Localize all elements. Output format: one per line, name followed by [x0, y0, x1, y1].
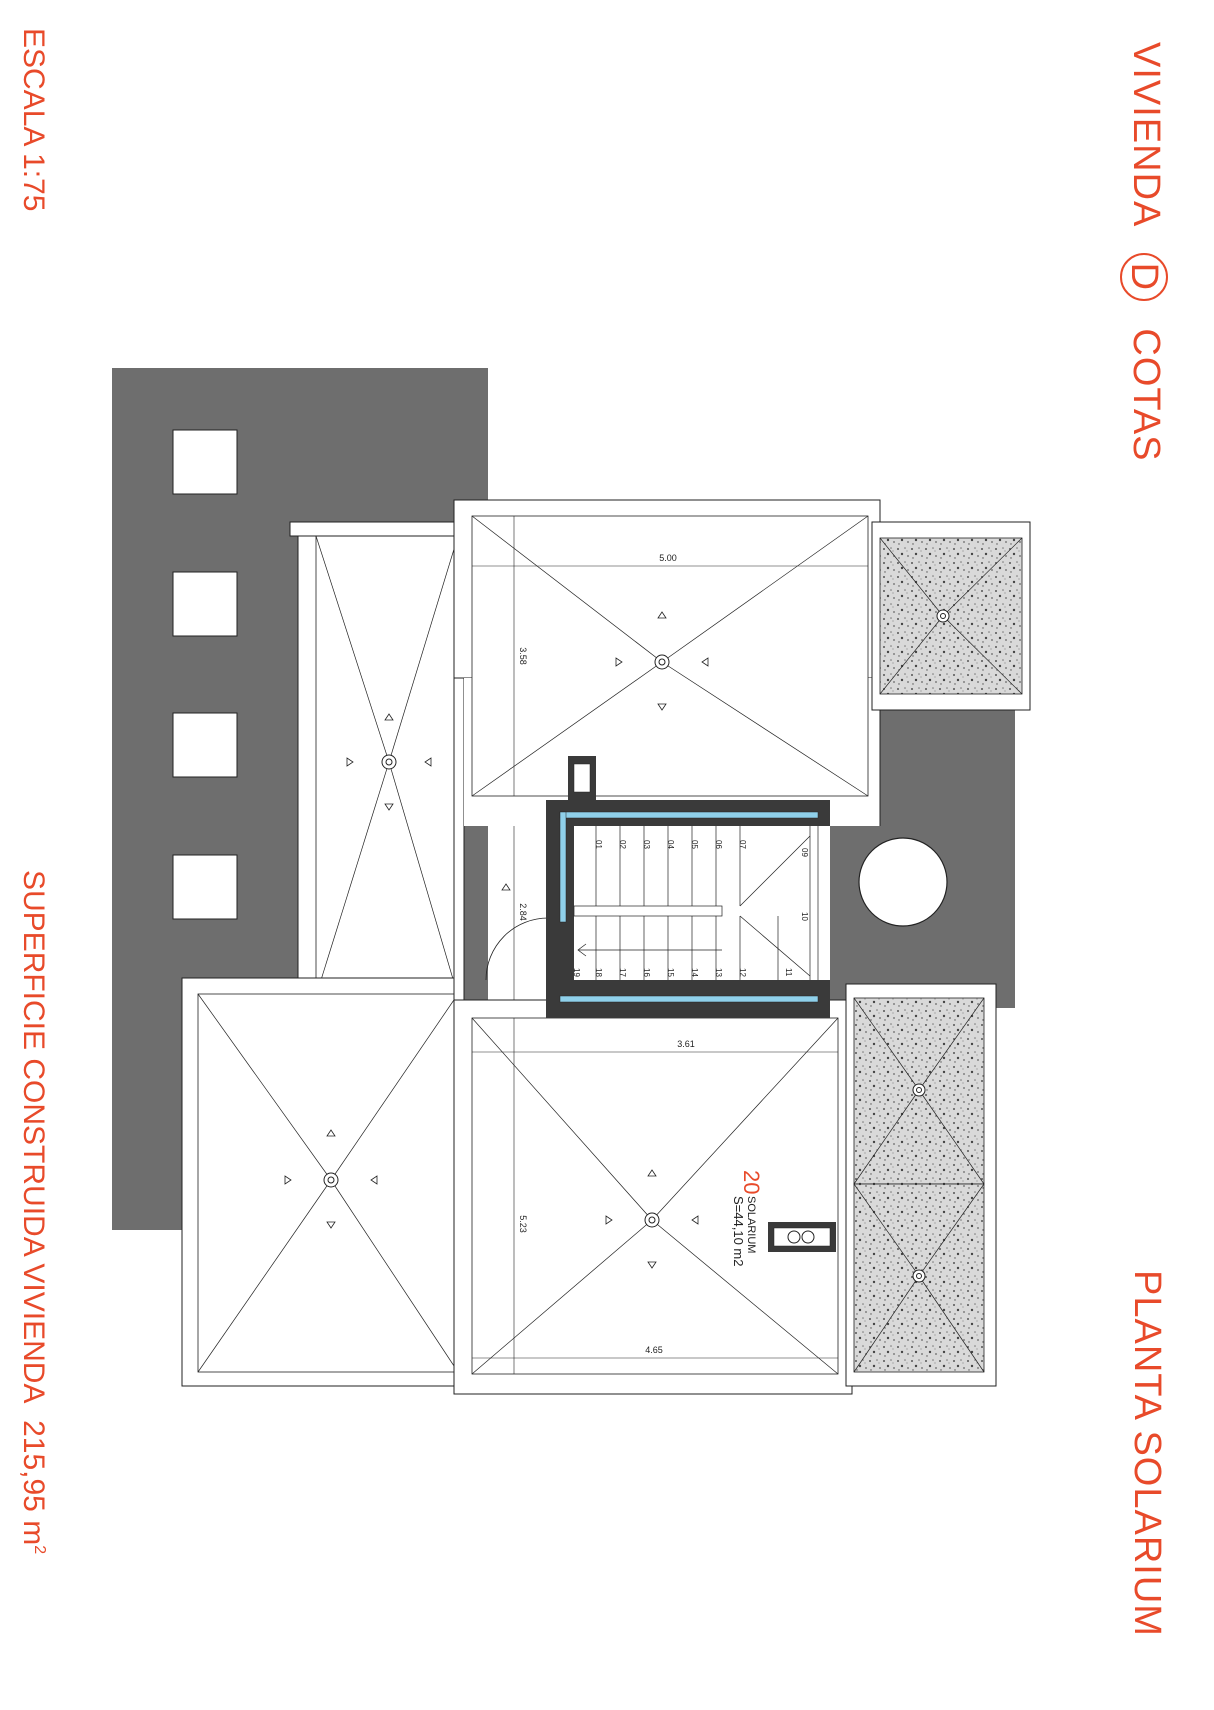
gravel-terrace-top — [871, 521, 1031, 711]
skylight-circle — [858, 837, 948, 927]
step-number: 10 — [800, 912, 809, 921]
roof-windows — [172, 429, 238, 920]
room-label: 20 SOLARIUM S=44,10 m2 — [731, 1170, 764, 1266]
step-number: 07 — [738, 840, 747, 849]
roof-window — [172, 429, 238, 495]
step-number: 01 — [594, 840, 603, 849]
gravel-terrace-bottom — [845, 983, 997, 1387]
dim-stair-depth: 2.84 — [518, 903, 528, 921]
step-number: 19 — [572, 968, 581, 977]
roof-window — [172, 854, 238, 920]
step-number: 12 — [738, 968, 747, 977]
drain-icon — [323, 1172, 339, 1188]
left-strip — [297, 535, 459, 997]
step-number: 05 — [690, 840, 699, 849]
roof-window — [172, 571, 238, 637]
lower-left-block — [181, 977, 459, 1387]
room-number: 20 — [739, 1170, 764, 1194]
step-number: 13 — [714, 968, 723, 977]
dim-bottom-depth: 5.23 — [518, 1215, 528, 1233]
vent-icon — [768, 1222, 836, 1252]
room-area: S=44,10 m2 — [731, 1196, 746, 1266]
step-number: 14 — [690, 968, 699, 977]
step-number: 02 — [618, 840, 627, 849]
step-number: 04 — [666, 840, 675, 849]
stair-treads — [573, 826, 819, 980]
dim-mid-width: 3.61 — [677, 1039, 695, 1049]
door-swing — [485, 917, 549, 981]
step-number: 03 — [642, 840, 651, 849]
dim-top-width: 5.00 — [659, 553, 677, 563]
step-number: 15 — [666, 968, 675, 977]
drain-icon — [654, 654, 670, 670]
step-number: 17 — [618, 968, 627, 977]
drain-icon — [644, 1212, 660, 1228]
left-strip-cap — [289, 521, 459, 537]
step-number: 16 — [642, 968, 651, 977]
step-number: 11 — [784, 968, 793, 977]
stair-step-numbers: 01 02 03 04 05 06 07 09 10 19 18 17 16 1… — [572, 840, 809, 977]
drain-icon — [381, 754, 397, 770]
roof-window — [172, 712, 238, 778]
dim-top-depth: 3.58 — [518, 647, 528, 665]
room-name: SOLARIUM — [745, 1196, 757, 1253]
step-number: 06 — [714, 840, 723, 849]
step-number: 18 — [594, 968, 603, 977]
dim-bottom-width: 4.65 — [645, 1345, 663, 1355]
roof-bottom — [471, 1017, 839, 1375]
step-number: 09 — [800, 848, 809, 857]
stair-walls — [546, 756, 830, 1018]
